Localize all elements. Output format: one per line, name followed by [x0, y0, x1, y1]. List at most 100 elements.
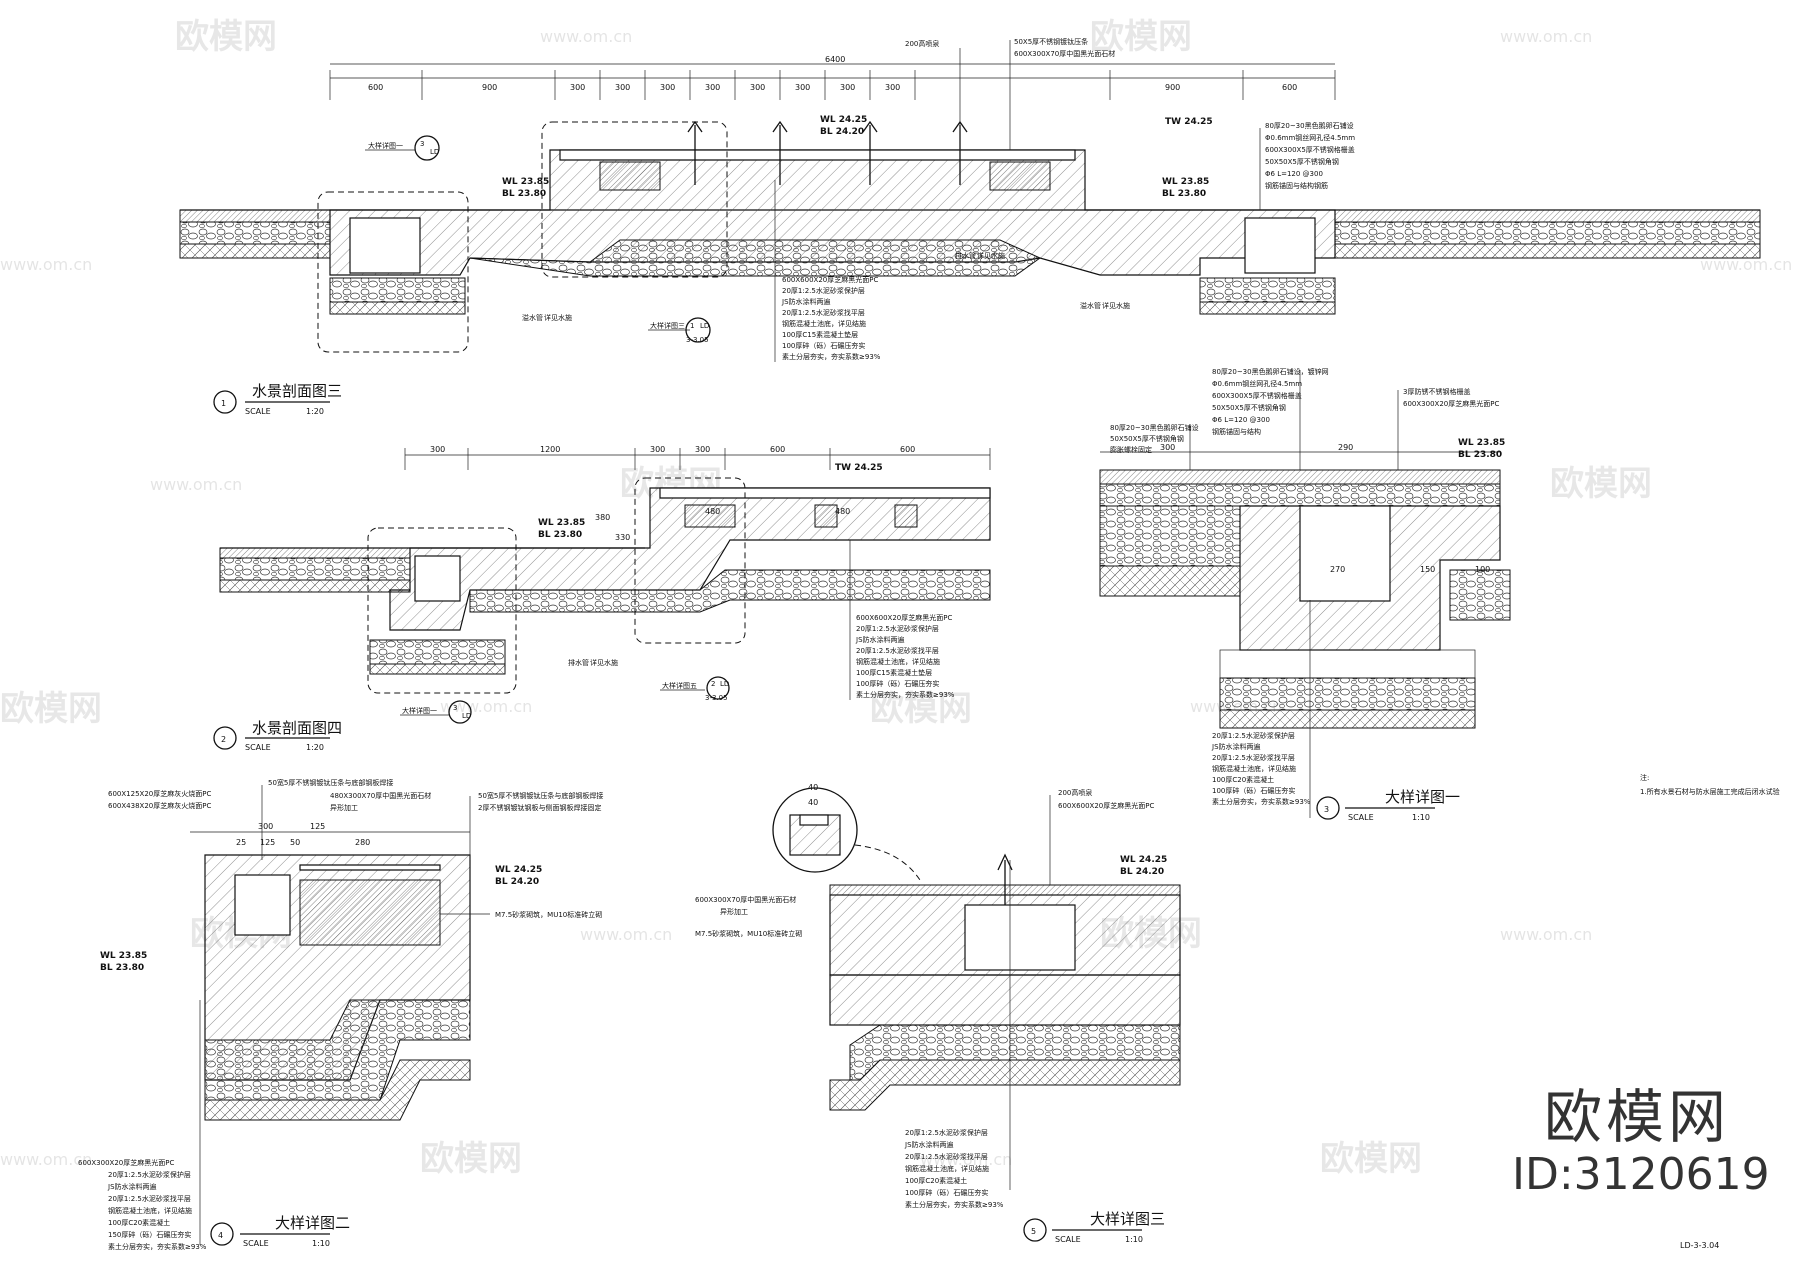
detail-view-3: 300 290 270 150 100 WL 23.85 BL 23.80 80…	[1099, 367, 1511, 822]
level-mark: WL 24.25	[820, 115, 867, 125]
callout-label: 大样详图五	[662, 681, 697, 690]
annotation: M7.5砂浆砌筑，MU10标准砖立砌	[695, 929, 802, 938]
dimension-label: 50	[290, 838, 300, 847]
pipe-label: 排水管	[955, 251, 976, 260]
annotation: 50X50X5厚不锈钢角钢	[1265, 157, 1339, 166]
view-title: 水景剖面图三	[252, 382, 342, 400]
annotation: Φ0.6mm钢丝网孔径4.5mm	[1212, 379, 1302, 388]
callout-label: 大样详图三	[650, 321, 685, 330]
callout-sheet-ref: 3-3.05	[686, 336, 709, 344]
drain-footing	[369, 639, 506, 665]
annotation: 600X300X20厚芝麻黑光面PC	[1403, 399, 1499, 408]
soil-subgrade	[829, 1059, 1181, 1111]
watermark-logo-text: 欧模网	[1543, 1083, 1730, 1151]
callout-number: 2	[711, 680, 715, 688]
detail-view-4: 300 25 125 50 125 280 WL 24.25 BL 24.20 …	[78, 778, 603, 1251]
dimension-label: 600	[368, 83, 383, 92]
view-title: 水景剖面图四	[252, 719, 342, 737]
gravel-base	[1334, 221, 1761, 245]
pipe-note: 详见水施	[544, 313, 572, 322]
annotation: 200高喷泉	[905, 39, 939, 48]
level-mark: TW 24.25	[835, 463, 883, 473]
annotation: 600X438X20厚芝麻灰火烧面PC	[108, 801, 211, 810]
dimension-label: 300	[570, 83, 585, 92]
view-number-bubble	[1023, 1218, 1047, 1242]
paving-layer	[179, 209, 331, 223]
scale-word: SCALE	[243, 1239, 269, 1248]
watermark-brand: 欧模网	[870, 689, 972, 729]
detail-callout-box	[634, 477, 746, 644]
annotation: 480X300X70厚中国黑光面石材	[330, 791, 431, 800]
pipe-label: 溢水管	[1080, 301, 1101, 310]
enlarged-detail-circle	[772, 787, 858, 873]
section-view-2: 300 1200 300 300 600 600 TW 24.25 WL 23.…	[213, 445, 991, 752]
dimension-label: 300	[430, 445, 445, 454]
pipe-label: 排水管	[568, 658, 589, 667]
annotation: 膨胀螺栓固定	[1110, 445, 1152, 454]
layer-label: 钢筋混凝土池底，详见结施	[782, 319, 866, 328]
view-title: 大样详图一	[1385, 788, 1460, 806]
watermark-brand: 欧模网	[420, 1139, 522, 1179]
layer-label: 20厚1:2.5水泥砂浆找平层	[856, 646, 939, 655]
pool-gravel-layer	[469, 239, 1041, 277]
inner-dimension: 330	[615, 533, 630, 542]
annotation: Φ0.6mm钢丝网孔径4.5mm	[1265, 133, 1355, 142]
view-number: 1	[221, 399, 226, 408]
soil-subgrade	[1334, 243, 1761, 259]
side-gravel	[1449, 569, 1511, 621]
fountain-stone-block	[989, 161, 1051, 191]
layer-label: 20厚1:2.5水泥砂浆找平层	[108, 1194, 191, 1203]
layer-label: JS防水涂料两遍	[781, 297, 831, 306]
view-number: 3	[1324, 805, 1329, 814]
scale-word: SCALE	[1348, 813, 1374, 822]
view-number: 5	[1031, 1227, 1036, 1236]
view-title: 大样详图三	[1090, 1210, 1165, 1228]
annotation: 600X300X5厚不锈钢格栅盖	[1212, 391, 1302, 400]
detail-view-5: 40 40 WL 24.25 BL 24.20 200高喷泉 600X600X2…	[695, 783, 1181, 1244]
dimension-label: 25	[236, 838, 246, 847]
annotation: 600X125X20厚芝麻灰火烧面PC	[108, 789, 211, 798]
layer-label: 100厚C20素混凝土	[905, 1176, 967, 1185]
layer-label: 素土分层夯实，夯实系数≥93%	[856, 690, 955, 699]
annotation: 600X300X70厚中国黑光面石材	[695, 895, 796, 904]
level-mark: BL 24.20	[820, 127, 864, 137]
layer-label: 20厚1:2.5水泥砂浆找平层	[1212, 753, 1295, 762]
annotation: 80厚20~30黑色鹅卵石铺设	[1110, 423, 1199, 432]
dimension-label: 100	[1475, 565, 1490, 574]
layer-label: 100厚碎（砾）石碾压夯实	[856, 679, 939, 688]
callout-number: 3	[453, 704, 457, 712]
layer-label: 100厚碎（砾）石碾压夯实	[782, 341, 865, 350]
annotation: 钢筋锚固与结构	[1212, 427, 1261, 436]
dimension-label: 300	[660, 83, 675, 92]
level-mark: WL 23.85	[1162, 177, 1209, 187]
callout-label: 大样详图一	[368, 141, 403, 150]
dimension-label: 270	[1330, 565, 1345, 574]
layer-label: 100厚C15素混凝土垫层	[782, 330, 858, 339]
layer-label: 600X600X20厚芝麻黑光面PC	[856, 613, 952, 622]
level-mark: BL 24.20	[495, 877, 539, 887]
dimension-label: 300	[695, 445, 710, 454]
annotation: 50宽5厚不锈钢镀钛压条与底部钢板焊接	[268, 778, 393, 787]
pool-water-surface	[659, 487, 991, 499]
gravel-footing	[1219, 677, 1476, 711]
inner-dimension: 480	[835, 507, 850, 516]
layer-label: JS防水涂料两遍	[904, 1140, 954, 1149]
layer-label: JS防水涂料两遍	[1211, 742, 1261, 751]
layer-label: 100厚C15素混凝土垫层	[856, 668, 932, 677]
callout-label: 大样详图一	[402, 706, 437, 715]
callout-number: 3	[420, 140, 424, 148]
drain-box-right	[1244, 217, 1316, 274]
paving-layer	[219, 547, 411, 559]
pebble-layer	[1099, 483, 1501, 507]
layer-label: JS防水涂料两遍	[855, 635, 905, 644]
watermark-id: ID:3120619	[1512, 1149, 1770, 1200]
callout-bubble	[685, 317, 711, 343]
dimension-label: 290	[1338, 443, 1353, 452]
dimension-label: 280	[355, 838, 370, 847]
annotation: 600X600X20厚芝麻黑光面PC	[1058, 801, 1154, 810]
scale-value: 1:20	[306, 407, 324, 416]
dimension-ticks	[329, 70, 1336, 100]
watermark-url: www.om.cn	[0, 1150, 92, 1169]
dimension-label: 300	[705, 83, 720, 92]
